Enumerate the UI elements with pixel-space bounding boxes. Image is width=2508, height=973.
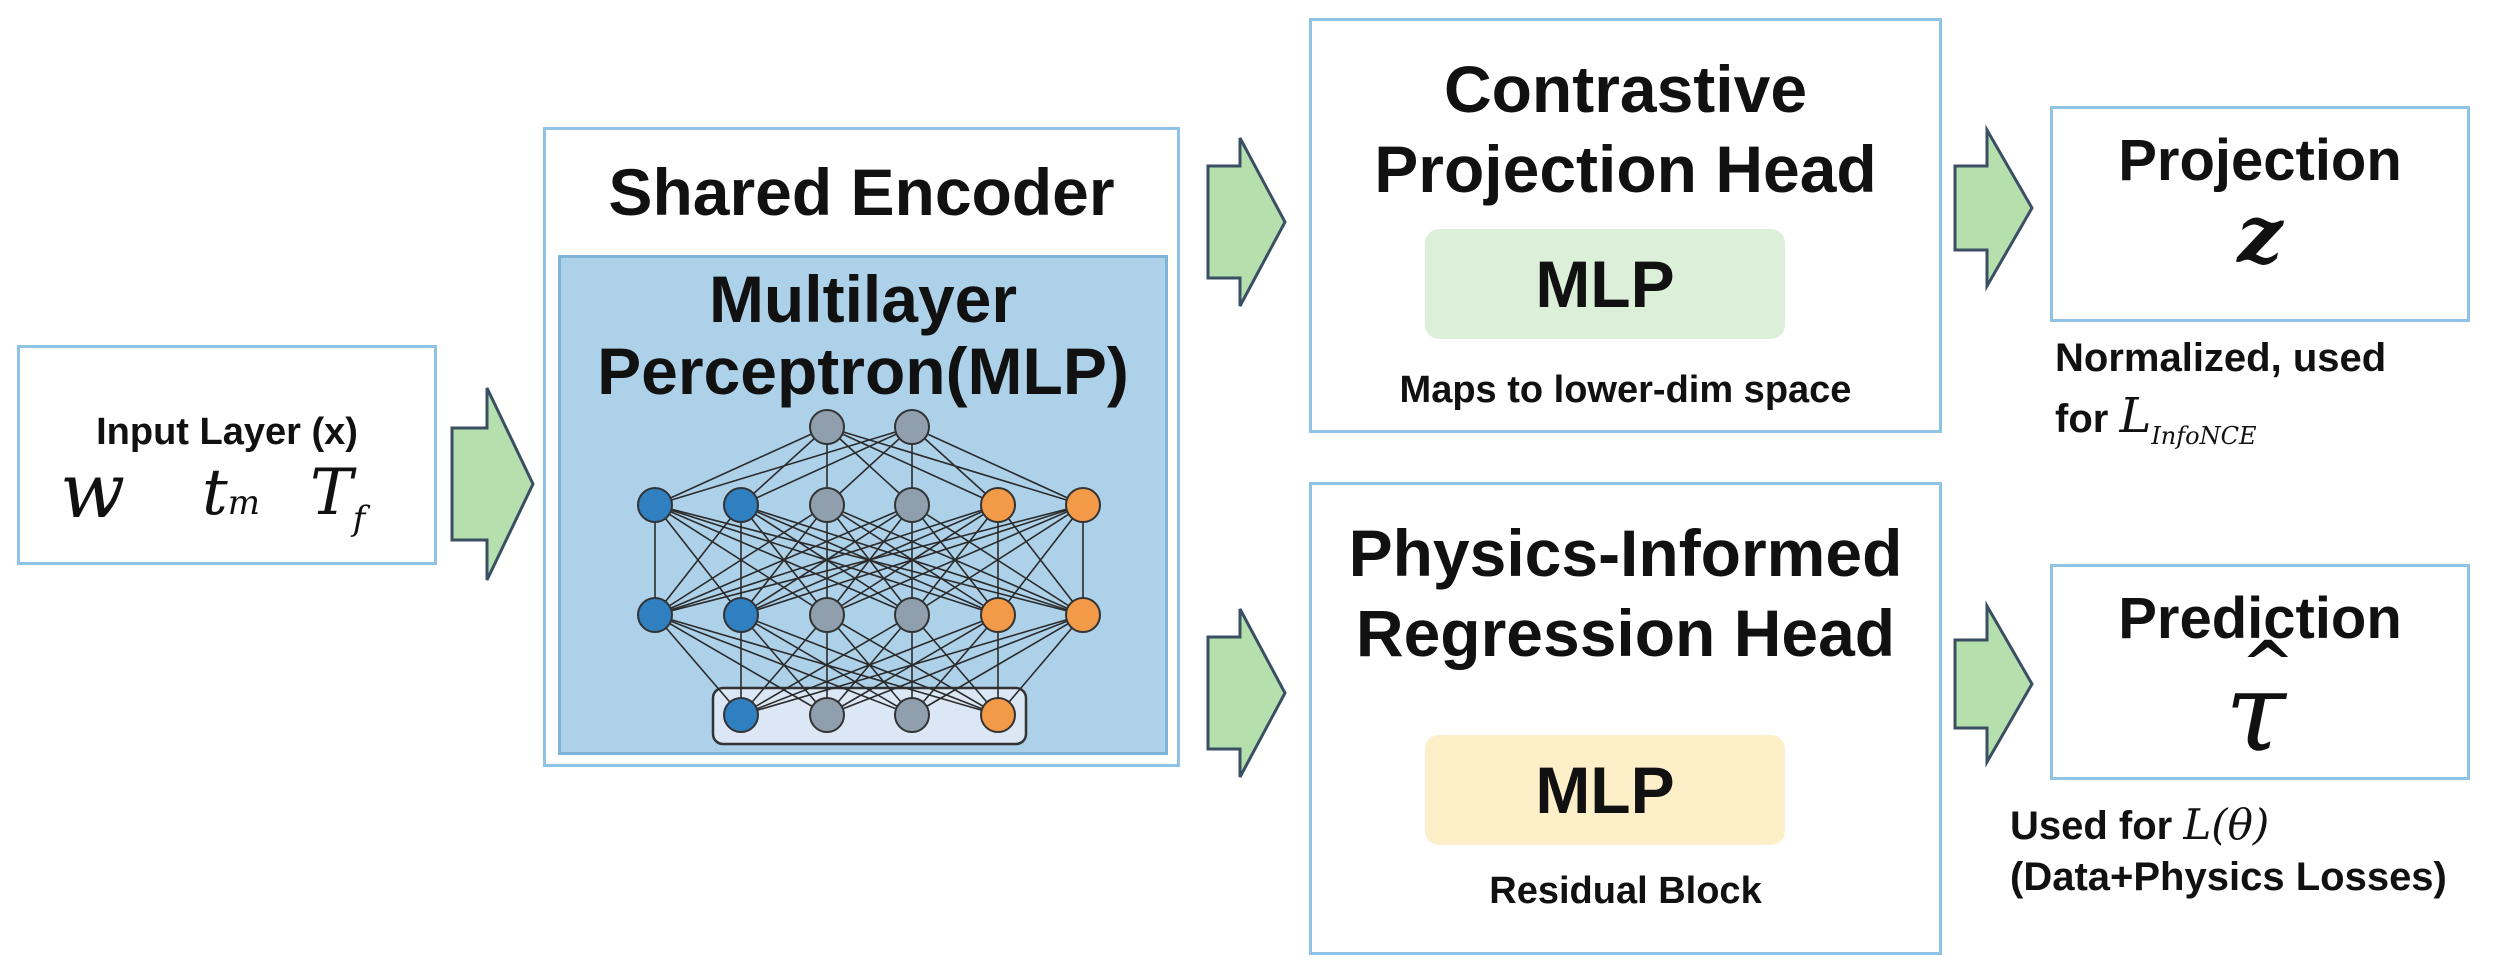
input-symbol-tf: Tf — [310, 456, 365, 539]
arrow-regression-to-prediction — [1953, 600, 2034, 768]
input-layer-title: Input Layer (x) — [96, 411, 358, 453]
projection-title: Projection — [2118, 128, 2402, 193]
nn-node — [637, 487, 673, 523]
nn-node — [894, 487, 930, 523]
nn-connection — [911, 614, 1084, 716]
projection-box: Projection z — [2050, 106, 2470, 322]
arrow-contrastive-to-projection — [1953, 124, 2034, 292]
prediction-tau-symbol: τ — [2225, 648, 2286, 776]
shared-encoder-title: Shared Encoder — [608, 155, 1115, 229]
nn-connection — [654, 504, 999, 616]
nn-connection — [911, 426, 1084, 506]
nn-connection — [740, 504, 1084, 616]
nn-connection — [997, 614, 1084, 716]
symbol-w-base: w — [60, 446, 126, 535]
nn-connection — [911, 426, 999, 506]
regression-title-line2: Regression Head — [1355, 596, 1896, 670]
nn-connection — [654, 614, 742, 716]
contrastive-caption: Maps to lower-dim space — [1399, 369, 1852, 411]
infonce-loss-base: L — [2119, 388, 2152, 444]
nn-connection — [654, 504, 742, 616]
nn-connection — [740, 614, 999, 716]
nn-connection — [997, 504, 1084, 616]
mlp-panel-title-line2: Perceptron(MLP) — [597, 334, 1129, 408]
nn-connection — [654, 504, 828, 616]
regression-mlp-block: MLP — [1425, 735, 1785, 845]
projection-caption-line1: Normalized, used — [2055, 336, 2387, 380]
nn-connection — [740, 614, 1084, 716]
nn-connection — [654, 426, 828, 506]
input-symbol-tm: tm — [202, 456, 260, 530]
symbol-T-sub: f — [352, 499, 366, 539]
prediction-tau-hat: ^ — [2241, 627, 2295, 702]
symbol-t-base: t — [202, 456, 228, 530]
symbol-t-sub: m — [227, 483, 260, 523]
nn-node — [894, 597, 930, 633]
prediction-caption-line1: Used for L(θ) — [2010, 800, 2269, 849]
nn-connection — [654, 426, 913, 506]
projection-caption-line2: for LInfoNCE — [2055, 388, 2256, 450]
nn-node — [809, 597, 845, 633]
prediction-box: Prediction ^ τ — [2050, 564, 2470, 780]
nn-connection — [826, 426, 913, 506]
input-layer-box: Input Layer (x) w tm Tf — [17, 345, 437, 565]
nn-connection — [654, 504, 1084, 616]
regression-head-box: Physics-Informed Regression Head MLP Res… — [1309, 482, 1942, 955]
nn-node — [809, 697, 845, 733]
nn-input-group-box — [711, 686, 1028, 746]
contrastive-title-line1: Contrastive — [1443, 52, 1808, 126]
nn-connection — [826, 614, 1084, 716]
prediction-caption-prefix: Used for — [2010, 804, 2184, 848]
prediction-title: Prediction — [2118, 586, 2402, 651]
contrastive-head-box: Contrastive Projection Head MLP Maps to … — [1309, 18, 1942, 433]
projection-caption-prefix: for — [2055, 397, 2120, 441]
contrastive-mlp-block: MLP — [1425, 229, 1785, 339]
nn-connection — [654, 504, 913, 616]
nn-node — [637, 597, 673, 633]
nn-connection — [740, 614, 913, 716]
prediction-loss: L(θ) — [2183, 800, 2270, 849]
nn-node — [894, 697, 930, 733]
nn-connection — [826, 504, 1084, 616]
nn-node — [1065, 597, 1101, 633]
nn-node — [1065, 487, 1101, 523]
projection-symbol-z: z — [2237, 187, 2283, 281]
infonce-loss-sub: InfoNCE — [2151, 422, 2257, 450]
mlp-panel-title-line1: Multilayer — [708, 262, 1018, 336]
nn-node — [894, 409, 930, 445]
arrow-encoder-to-regression — [1206, 608, 1287, 778]
nn-connection — [740, 614, 828, 716]
arrow-input-to-encoder — [450, 387, 535, 581]
nn-node — [809, 487, 845, 523]
nn-node — [980, 697, 1016, 733]
regression-title-line1: Physics-Informed — [1348, 516, 1903, 590]
nn-node — [980, 597, 1016, 633]
nn-node — [723, 487, 759, 523]
nn-connection — [740, 426, 913, 506]
prediction-caption-line2: (Data+Physics Losses) — [2010, 855, 2447, 899]
nn-connection — [911, 504, 1084, 616]
nn-node — [980, 487, 1016, 523]
input-symbol-w: w — [60, 446, 125, 535]
nn-node — [809, 409, 845, 445]
symbol-T-base: T — [310, 456, 353, 530]
arrow-encoder-to-contrastive — [1206, 137, 1287, 307]
regression-caption: Residual Block — [1489, 870, 1762, 912]
contrastive-title-line2: Projection Head — [1374, 132, 1877, 206]
nn-node — [723, 597, 759, 633]
nn-node — [723, 697, 759, 733]
